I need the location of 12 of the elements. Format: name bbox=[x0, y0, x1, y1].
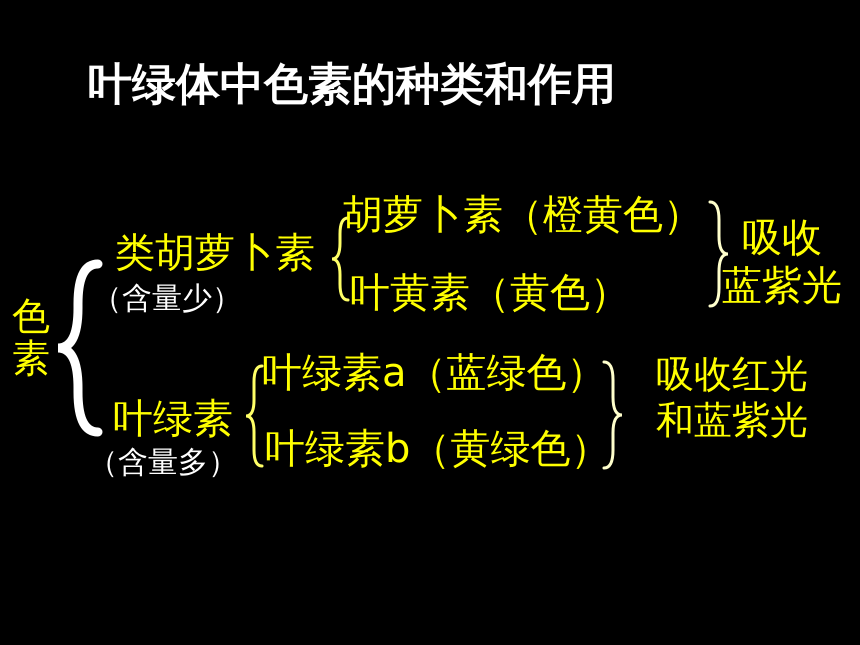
vertical-heading: 色素 bbox=[12, 296, 50, 380]
pigment-label: 胡萝卜素（橙黄色） bbox=[343, 192, 703, 238]
category-label: 类胡萝卜素 bbox=[115, 230, 315, 276]
function-text: 吸收蓝紫光 bbox=[722, 214, 842, 310]
slide-title: 叶绿体中色素的种类和作用 bbox=[88, 60, 616, 111]
pigment-label: 叶绿素a（蓝绿色） bbox=[262, 350, 607, 396]
pigment-label: 叶黄素（黄色） bbox=[350, 270, 630, 316]
note-text: （含量少） bbox=[92, 282, 242, 316]
note-text: （含量多） bbox=[88, 446, 238, 480]
pigment-label: 叶绿素b（黄绿色） bbox=[265, 426, 610, 472]
function-text: 吸收红光和蓝紫光 bbox=[656, 352, 808, 444]
category-label: 叶绿素 bbox=[113, 396, 233, 442]
